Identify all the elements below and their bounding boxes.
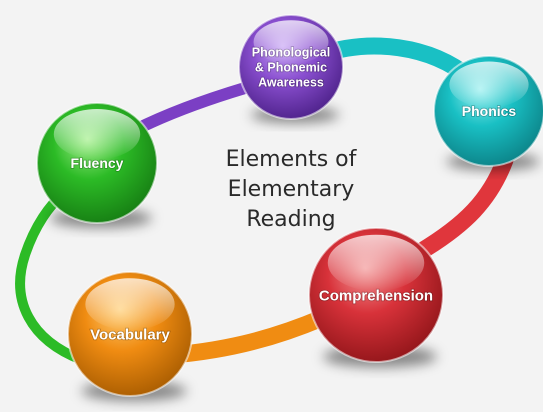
connector-fluency-phonological (129, 82, 251, 136)
center-title-line-1: Elements of (226, 147, 358, 172)
node-label-phonological: & Phonemic (255, 60, 327, 74)
center-title-line-2: Elementary (228, 177, 355, 202)
node-highlight (53, 109, 141, 160)
node-highlight (449, 61, 529, 108)
center-title: Elements of Elementary Reading (226, 147, 358, 232)
node-label-fluency: Fluency (71, 155, 124, 171)
node-label-phonological: Awareness (258, 75, 324, 89)
node-highlight (85, 278, 175, 331)
center-title-line-3: Reading (246, 207, 335, 232)
node-highlight (327, 234, 425, 291)
node-comprehension: Comprehension (308, 227, 444, 363)
node-phonics: Phonics (433, 55, 543, 167)
node-highlight (253, 20, 329, 64)
connector-phonics-comprehension (411, 151, 514, 261)
connector-vocabulary-fluency (15, 190, 87, 365)
node-label-vocabulary: Vocabulary (90, 326, 170, 343)
node-label-comprehension: Comprehension (319, 287, 433, 304)
node-vocabulary: Vocabulary (67, 271, 193, 397)
node-label-phonological: Phonological (252, 45, 330, 59)
node-label-phonics: Phonics (462, 103, 517, 119)
node-fluency: Fluency (36, 102, 158, 224)
